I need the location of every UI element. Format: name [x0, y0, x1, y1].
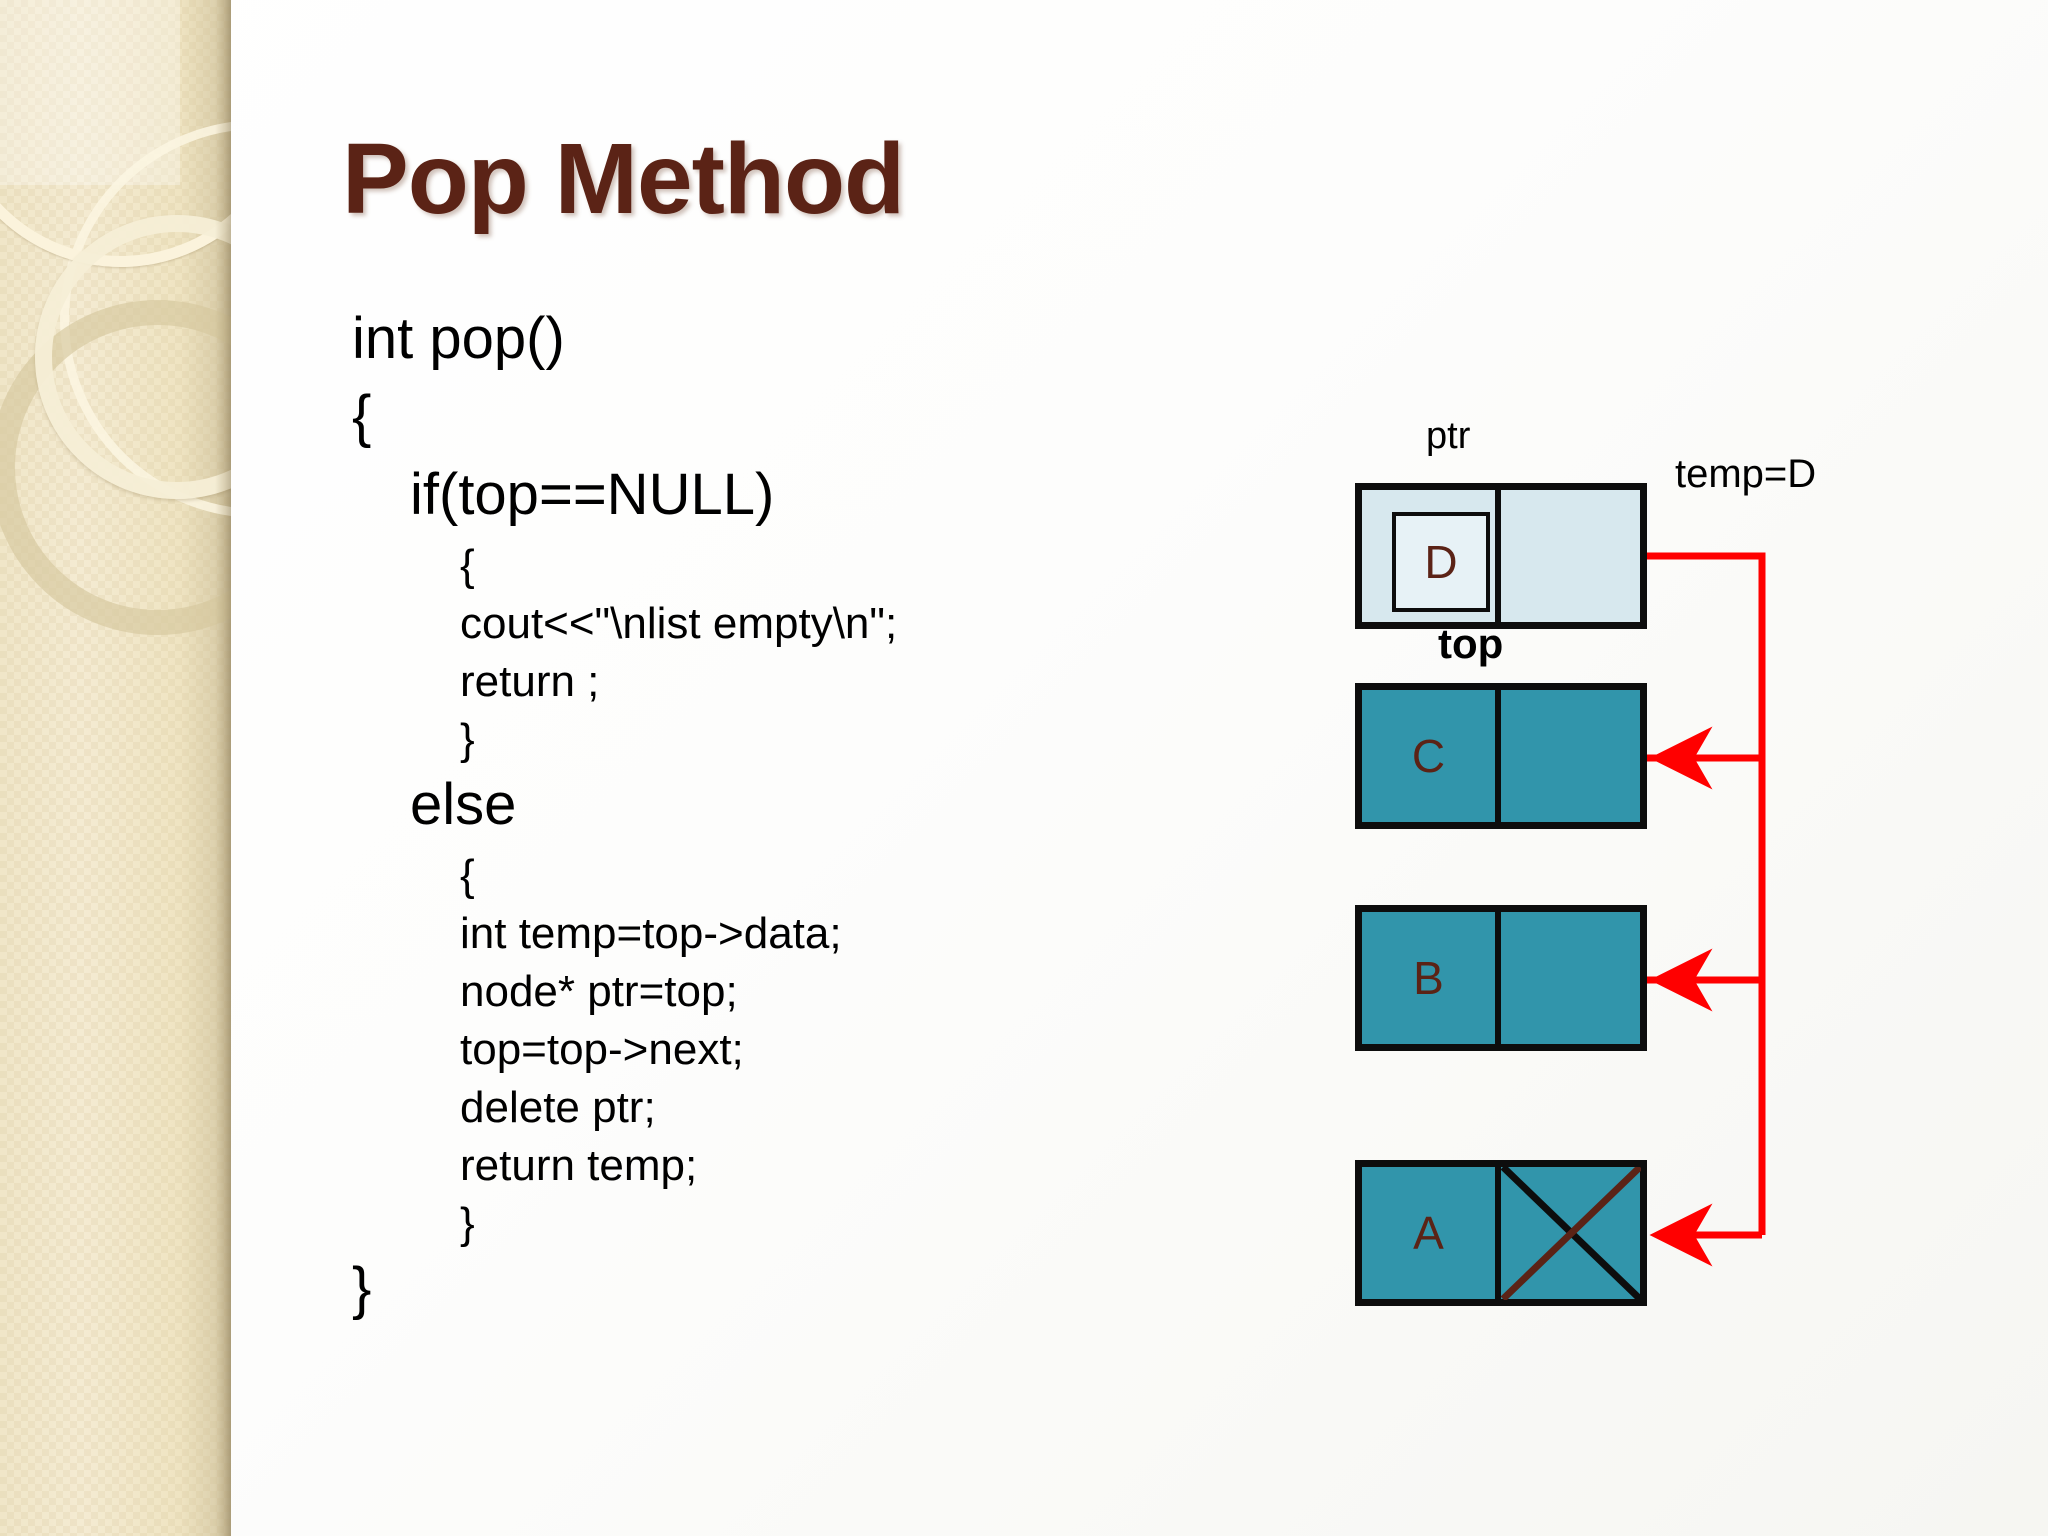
node-a-value: A [1413, 1207, 1444, 1259]
node-d-highlight-box: D [1392, 512, 1490, 612]
node-b-pointer-cell [1501, 912, 1640, 1044]
list-node-d: D [1355, 483, 1647, 629]
node-d-value: D [1424, 536, 1458, 588]
linked-list-diagram: ptr temp=D top D C B [1330, 415, 2048, 1480]
code-line: node* ptr=top; [460, 967, 738, 1016]
code-line: delete ptr; [460, 1083, 656, 1132]
temp-label: temp=D [1675, 452, 1817, 496]
code-line: int temp=top->data; [460, 909, 842, 958]
code-line: { [460, 541, 475, 590]
list-node-c: C [1355, 683, 1647, 829]
code-line: top=top->next; [460, 1025, 744, 1074]
list-node-b: B [1355, 905, 1647, 1051]
node-b-value: B [1413, 952, 1444, 1004]
list-node-a: A [1355, 1160, 1647, 1306]
code-line: } [460, 715, 475, 764]
code-line: { [460, 851, 475, 900]
node-c-pointer-cell [1501, 690, 1640, 822]
code-line: int pop() [352, 306, 565, 371]
null-pointer-cross-icon [1501, 1167, 1641, 1300]
code-line: return temp; [460, 1141, 698, 1190]
code-line: } [352, 1256, 372, 1321]
node-b-data-cell: B [1362, 912, 1501, 1044]
page-title: Pop Method [342, 123, 905, 235]
sidebar-edge-shadow [215, 0, 231, 1536]
code-line: { [352, 384, 372, 449]
code-line: return ; [460, 657, 600, 706]
node-d-data-cell: D [1362, 490, 1501, 622]
node-c-value: C [1411, 730, 1446, 782]
code-listing: int pop(){if(top==NULL){cout<<"\nlist em… [352, 310, 1172, 1338]
code-line: cout<<"\nlist empty\n"; [460, 599, 898, 648]
node-a-data-cell: A [1362, 1167, 1501, 1299]
node-a-pointer-cell [1501, 1167, 1641, 1300]
ptr-label: ptr [1426, 415, 1471, 457]
code-line: } [460, 1199, 475, 1248]
node-c-data-cell: C [1362, 690, 1501, 822]
code-line: else [410, 772, 517, 837]
code-line: if(top==NULL) [410, 462, 775, 527]
node-d-pointer-cell [1501, 490, 1640, 622]
decorative-sidebar [0, 0, 231, 1536]
